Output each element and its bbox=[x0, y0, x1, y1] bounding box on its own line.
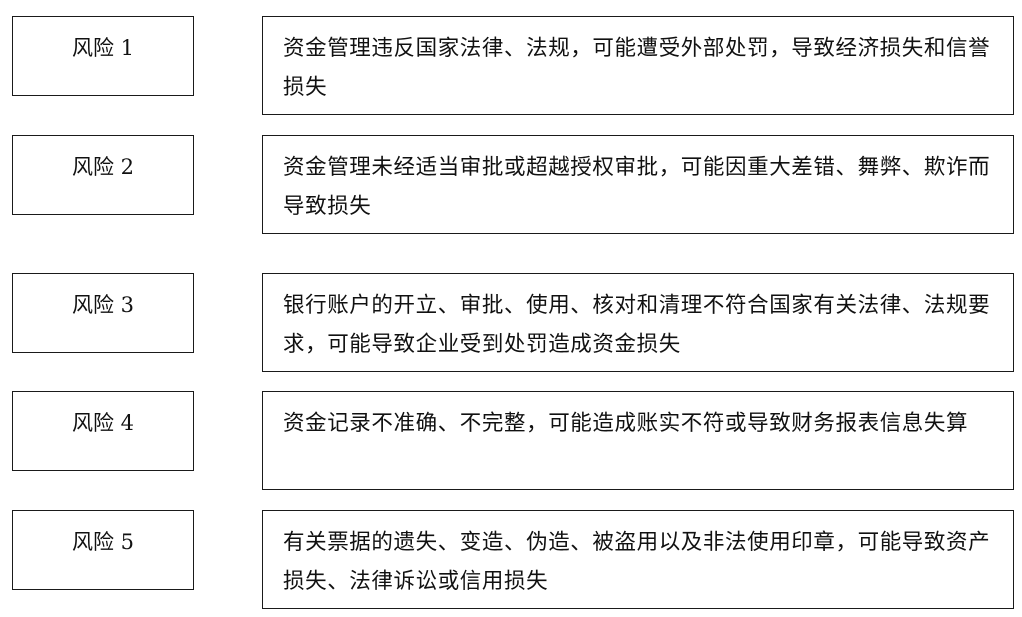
risk-label: 风险 4 bbox=[71, 411, 135, 435]
risk-description: 有关票据的遗失、变造、伪造、被盗用以及非法使用印章，可能导致资产损失、法律诉讼或… bbox=[283, 530, 991, 594]
risk-label: 风险 5 bbox=[71, 530, 135, 554]
risk-description: 资金管理未经适当审批或超越授权审批，可能因重大差错、舞弊、欺诈而导致损失 bbox=[283, 155, 991, 219]
risk-label-box: 风险 2 bbox=[12, 135, 194, 215]
risk-description-box: 银行账户的开立、审批、使用、核对和清理不符合国家有关法律、法规要求，可能导致企业… bbox=[262, 273, 1014, 372]
risk-description-box: 资金记录不准确、不完整，可能造成账实不符或导致财务报表信息失算 bbox=[262, 391, 1014, 490]
risk-label-box: 风险 3 bbox=[12, 273, 194, 353]
risk-label-box: 风险 5 bbox=[12, 510, 194, 590]
risk-description-box: 资金管理违反国家法律、法规，可能遭受外部处罚，导致经济损失和信誉损失 bbox=[262, 16, 1014, 115]
risk-label: 风险 1 bbox=[71, 36, 135, 60]
risk-description-box: 资金管理未经适当审批或超越授权审批，可能因重大差错、舞弊、欺诈而导致损失 bbox=[262, 135, 1014, 234]
risk-label: 风险 2 bbox=[71, 155, 135, 179]
risk-label-box: 风险 1 bbox=[12, 16, 194, 96]
risk-description: 资金记录不准确、不完整，可能造成账实不符或导致财务报表信息失算 bbox=[283, 411, 969, 436]
risk-description: 银行账户的开立、审批、使用、核对和清理不符合国家有关法律、法规要求，可能导致企业… bbox=[283, 293, 991, 357]
risk-label: 风险 3 bbox=[71, 293, 135, 317]
risk-description: 资金管理违反国家法律、法规，可能遭受外部处罚，导致经济损失和信誉损失 bbox=[283, 36, 991, 100]
risk-description-box: 有关票据的遗失、变造、伪造、被盗用以及非法使用印章，可能导致资产损失、法律诉讼或… bbox=[262, 510, 1014, 609]
risk-label-box: 风险 4 bbox=[12, 391, 194, 471]
